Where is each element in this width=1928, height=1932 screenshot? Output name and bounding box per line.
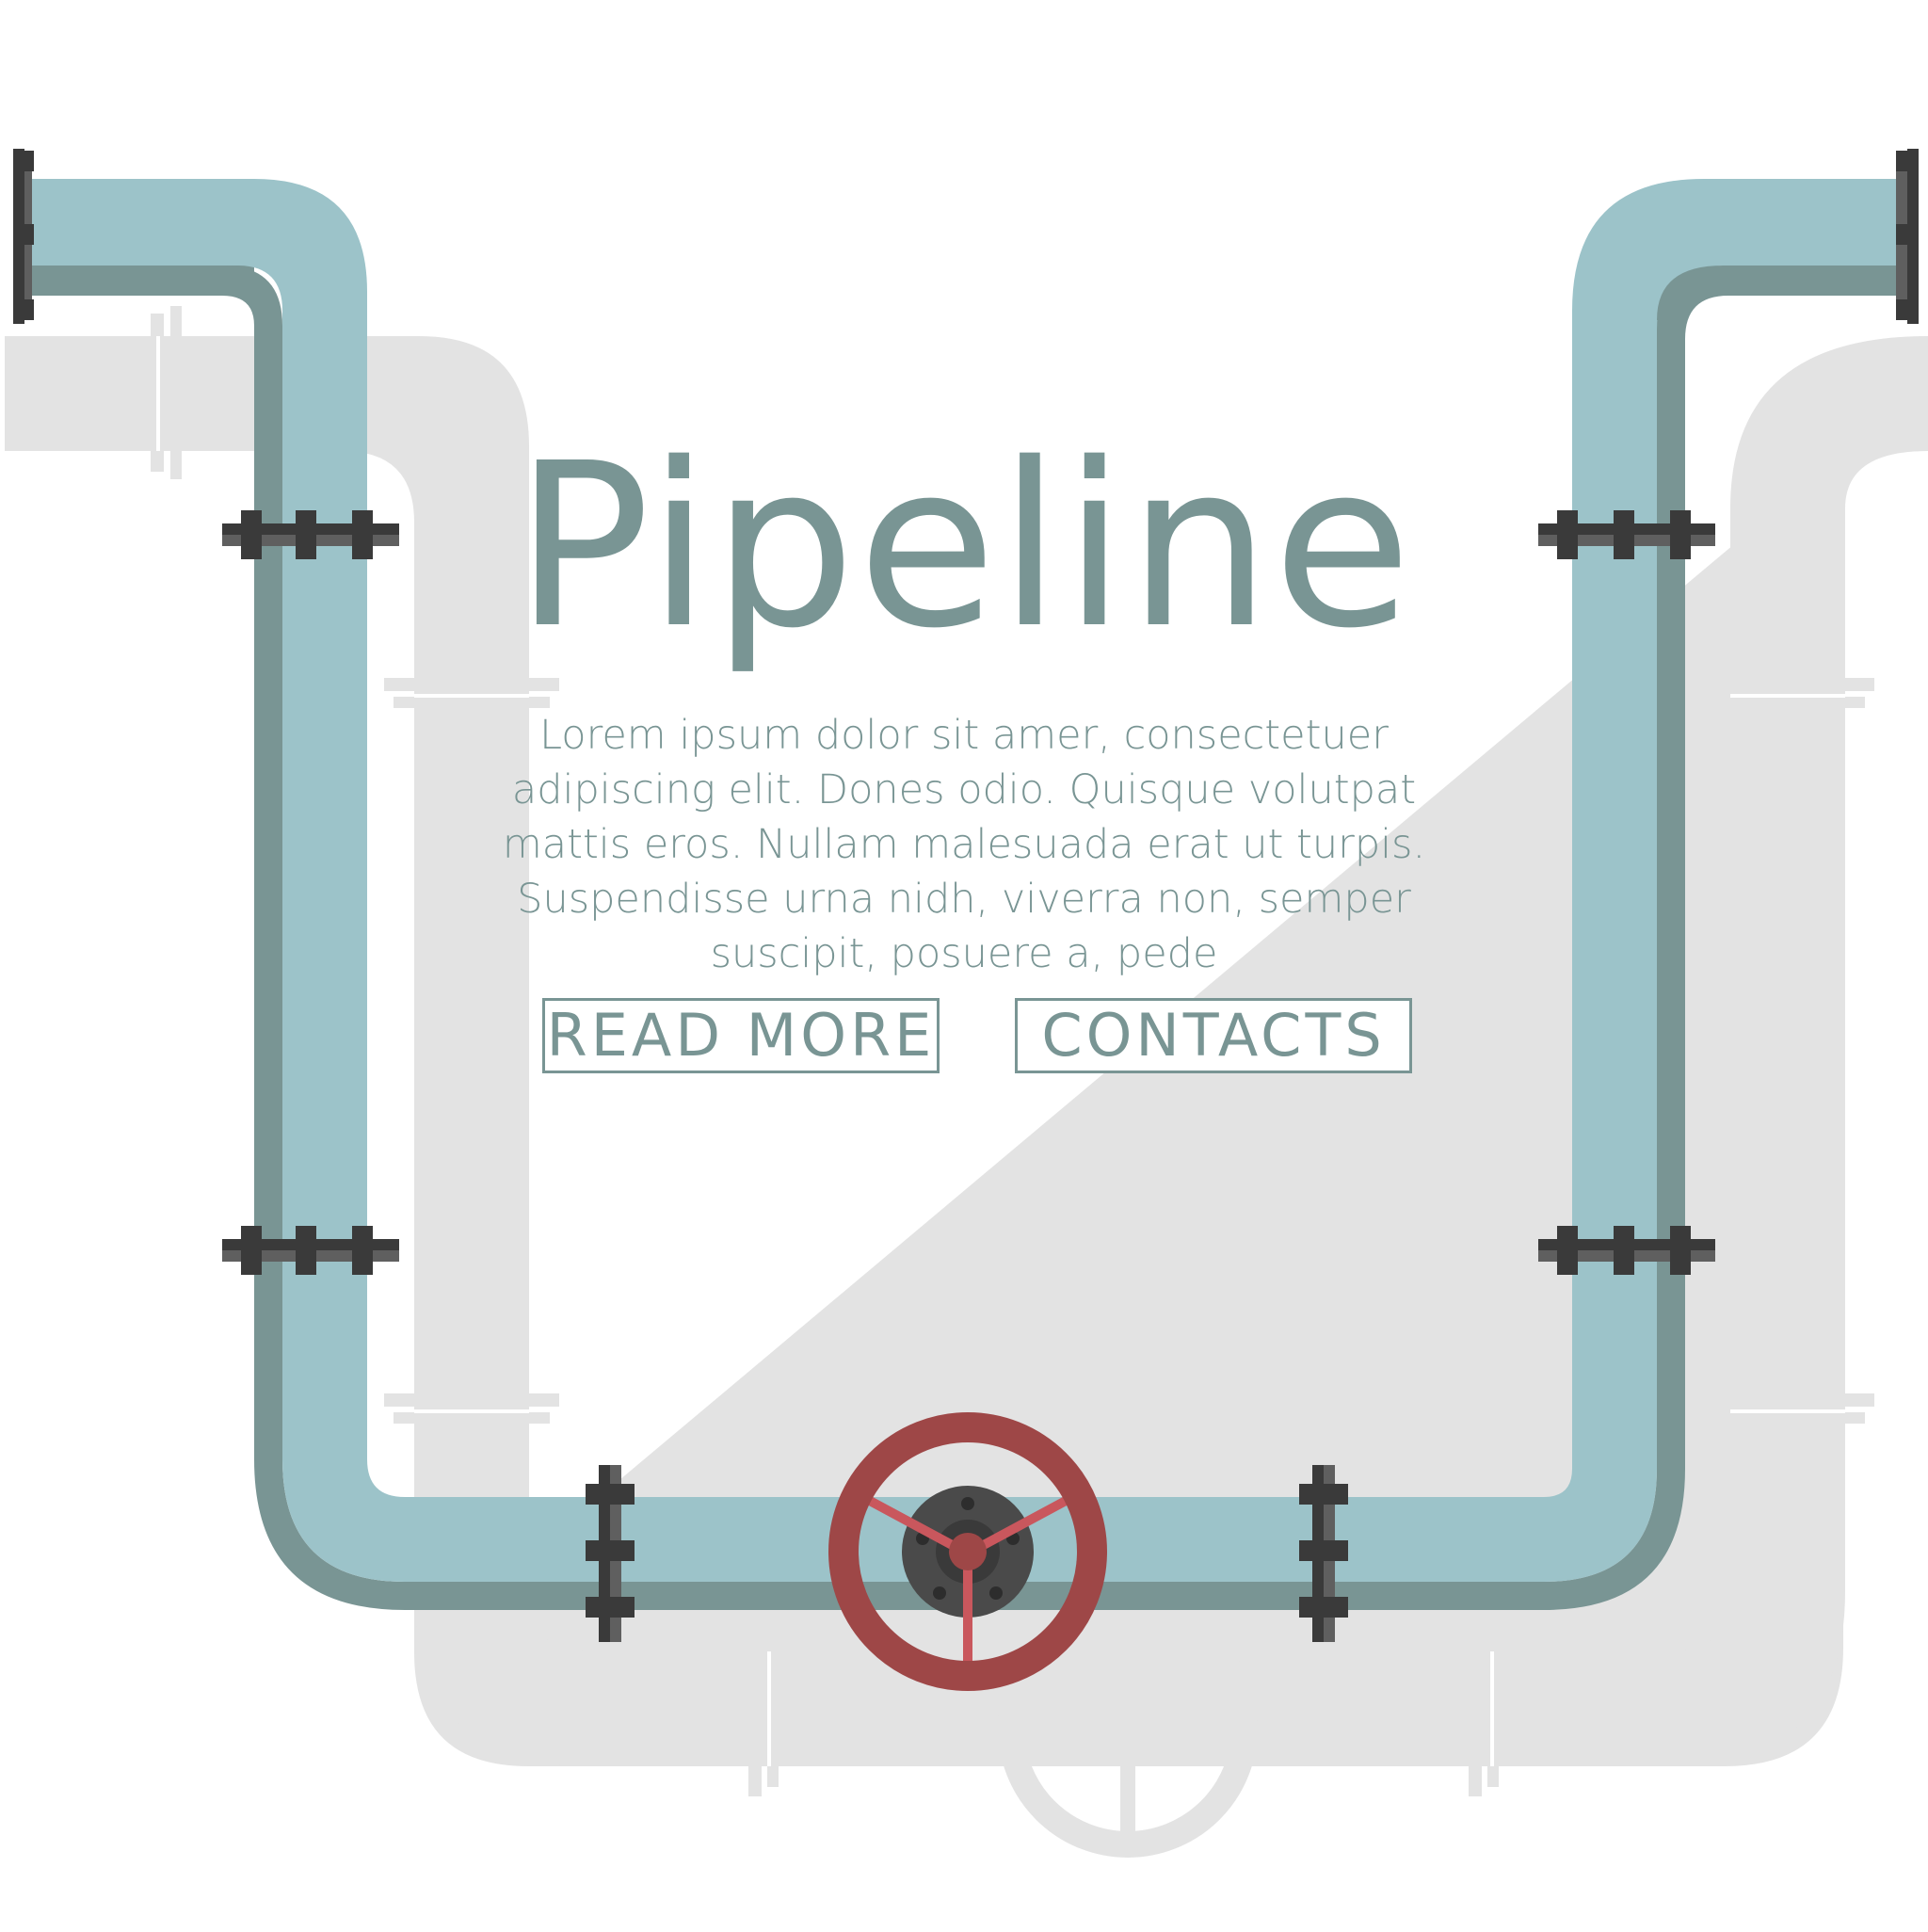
valve-wheel-icon [828, 1412, 1107, 1691]
read-more-button[interactable]: READ MORE [542, 998, 940, 1073]
pipe-flanges [13, 149, 1919, 1642]
contacts-button[interactable]: CONTACTS [1015, 998, 1412, 1073]
shadow-valve-wheel-icon [998, 1598, 1258, 1858]
